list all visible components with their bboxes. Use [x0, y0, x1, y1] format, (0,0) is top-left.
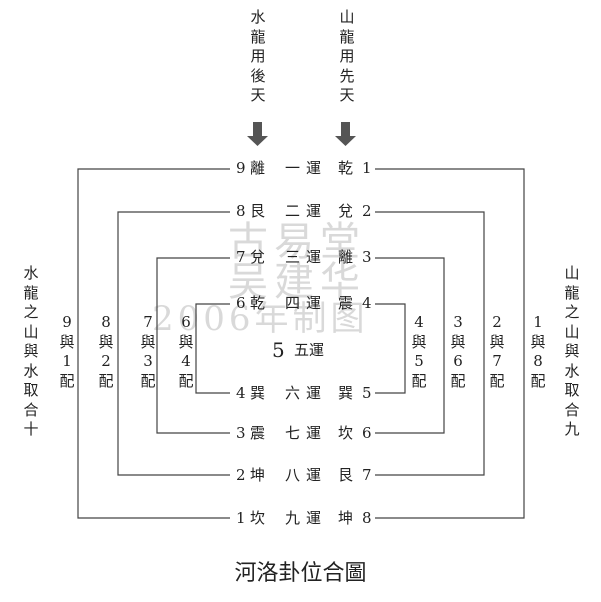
row1-yun: 一運 — [285, 159, 328, 177]
pair-label-2-7: 2 與 7 配 — [489, 313, 505, 390]
row2-left-num: 8 — [236, 202, 246, 220]
row3-right-num: 3 — [362, 248, 372, 266]
row8-left-num: 2 — [236, 466, 246, 484]
row9-left-num: 1 — [236, 509, 246, 527]
label-water-dragon-houtian: 水 龍 用 後 天 — [250, 8, 266, 104]
watermark-line1: 古易堂 — [228, 219, 366, 265]
row3-left-gua: 兌 — [250, 248, 266, 266]
row1-left-num: 9 — [236, 159, 246, 177]
watermark-line3: 2006年制图 — [152, 299, 369, 339]
row7-right-gua: 坎 — [338, 424, 354, 442]
connector-7-3-right — [375, 257, 445, 434]
row6-right-gua: 巽 — [338, 384, 354, 402]
row9-right-num: 8 — [362, 509, 372, 527]
row7-left-gua: 震 — [250, 424, 266, 442]
connector-8-2-left — [117, 211, 230, 476]
row1-right-num: 1 — [362, 159, 372, 177]
connector-8-2-right — [375, 211, 485, 476]
pair-label-3-6: 3 與 6 配 — [450, 313, 466, 390]
row5-yun: 五運 — [294, 341, 325, 359]
pair-label-9-1: 9 與 1 配 — [59, 313, 75, 390]
row8-left-gua: 坤 — [250, 466, 266, 484]
row1-right-gua: 乾 — [338, 159, 354, 177]
label-mountain-dragon-sum-nine: 山 龍 之 山 與 水 取 合 九 — [564, 264, 580, 438]
connector-6-4-left — [195, 303, 230, 394]
pair-label-1-8: 1 與 8 配 — [530, 313, 546, 390]
row6-right-num: 5 — [362, 384, 372, 402]
row4-right-gua: 震 — [338, 294, 354, 312]
row8-right-num: 7 — [362, 466, 372, 484]
connector-6-4-right — [375, 303, 406, 394]
diagram-caption: 河洛卦位合圖 — [234, 561, 367, 586]
center-number: 5 — [272, 338, 285, 362]
down-arrows — [247, 122, 356, 146]
arrow-right-icon — [335, 122, 356, 146]
row6-left-num: 4 — [236, 384, 246, 402]
row3-left-num: 7 — [236, 248, 246, 266]
row3-yun: 三運 — [285, 248, 328, 266]
row7-right-num: 6 — [362, 424, 372, 442]
row6-left-gua: 巽 — [250, 384, 266, 402]
row2-left-gua: 艮 — [250, 202, 266, 220]
pair-label-6-4: 6 與 4 配 — [178, 313, 194, 390]
label-mountain-dragon-xiantian: 山 龍 用 先 天 — [339, 8, 355, 104]
row8-yun: 八運 — [285, 466, 328, 484]
row6-yun: 六運 — [285, 384, 328, 402]
pair-label-8-2: 8 與 2 配 — [98, 313, 114, 390]
row7-left-num: 3 — [236, 424, 246, 442]
arrow-left-icon — [247, 122, 268, 146]
pair-label-4-5: 4 與 5 配 — [411, 313, 427, 390]
row3-right-gua: 離 — [338, 248, 354, 266]
watermark-line2: 吴建华 — [228, 259, 366, 305]
row9-yun: 九運 — [285, 509, 328, 527]
row9-left-gua: 坎 — [250, 509, 266, 527]
row4-left-num: 6 — [236, 294, 246, 312]
row9-right-gua: 坤 — [338, 509, 354, 527]
row4-yun: 四運 — [285, 294, 328, 312]
label-water-dragon-sum-ten: 水 龍 之 山 與 水 取 合 十 — [23, 264, 39, 438]
row7-yun: 七運 — [285, 424, 328, 442]
row2-right-gua: 兌 — [338, 202, 354, 220]
connector-9-1-left — [77, 168, 230, 519]
connector-9-1-right — [375, 168, 525, 519]
connector-7-3-left — [156, 257, 230, 434]
row1-left-gua: 離 — [250, 159, 266, 177]
row2-yun: 二運 — [285, 202, 328, 220]
row4-right-num: 4 — [362, 294, 372, 312]
row8-right-gua: 艮 — [338, 466, 354, 484]
row4-left-gua: 乾 — [250, 294, 266, 312]
pair-label-7-3: 7 與 3 配 — [140, 313, 156, 390]
row2-right-num: 2 — [362, 202, 372, 220]
